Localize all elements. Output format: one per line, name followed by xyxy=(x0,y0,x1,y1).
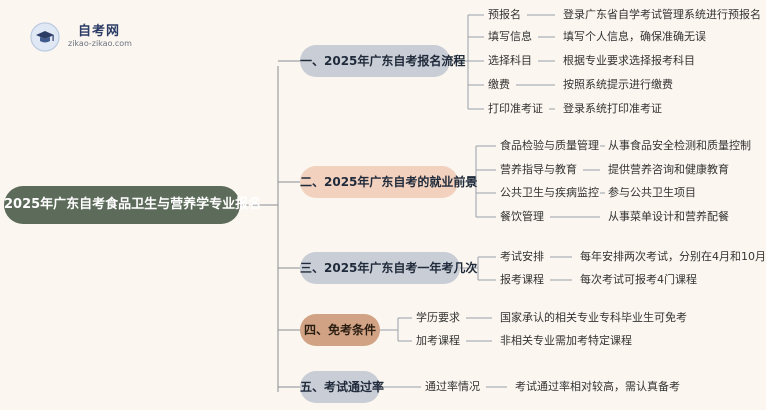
leaf-key[interactable]: 学历要求 xyxy=(416,311,460,324)
leaf-key[interactable]: 报考课程 xyxy=(500,273,544,286)
site-logo[interactable]: 自考网 zikao-zikao.com xyxy=(30,20,160,52)
leaf-value: 按照系统提示进行缴费 xyxy=(563,78,673,91)
leaf-key[interactable]: 预报名 xyxy=(488,8,521,21)
graduation-cap-icon xyxy=(30,22,60,52)
root-node[interactable]: 2025年广东自考食品卫生与营养学专业报名 xyxy=(4,186,261,224)
branch-node[interactable]: 二、2025年广东自考的就业前景 xyxy=(300,166,477,198)
connector-lines xyxy=(240,14,605,392)
leaf-key[interactable]: 考试安排 xyxy=(500,250,544,263)
leaf-value: 国家承认的相关专业专科毕业生可免考 xyxy=(500,311,687,324)
branch-node[interactable]: 一、2025年广东自考报名流程 xyxy=(300,45,465,77)
branch-node[interactable]: 四、免考条件 xyxy=(300,314,380,346)
leaf-key[interactable]: 加考课程 xyxy=(416,334,460,347)
leaf-value: 每年安排两次考试，分别在4月和10月 xyxy=(580,250,766,263)
branch-node[interactable]: 三、2025年广东自考一年考几次 xyxy=(300,252,477,284)
leaf-key[interactable]: 营养指导与教育 xyxy=(500,163,577,176)
leaf-value: 参与公共卫生项目 xyxy=(608,186,696,199)
mindmap-canvas: 自考网 zikao-zikao.com 2025年广东自考食品卫生与营养学专业报… xyxy=(4,8,766,403)
leaf-value: 非相关专业需加考特定课程 xyxy=(500,334,632,347)
leaf-key[interactable]: 食品检验与质量管理 xyxy=(500,139,599,152)
leaf-key[interactable]: 填写信息 xyxy=(488,30,532,43)
leaf-value: 从事食品安全检测和质量控制 xyxy=(608,139,751,152)
leaf-value: 提供营养咨询和健康教育 xyxy=(608,163,729,176)
leaf-key[interactable]: 通过率情况 xyxy=(425,380,480,393)
branch-node[interactable]: 五、考试通过率 xyxy=(300,371,384,403)
logo-url: zikao-zikao.com xyxy=(68,39,132,48)
leaf-value: 根据专业要求选择报考科目 xyxy=(563,54,695,67)
leaf-value: 每次考试可报考4门课程 xyxy=(580,273,697,286)
leaf-value: 登录广东省自学考试管理系统进行预报名 xyxy=(563,8,761,21)
leaf-value: 登录系统打印准考证 xyxy=(563,102,662,115)
leaf-key[interactable]: 缴费 xyxy=(488,78,510,91)
leaf-value: 填写个人信息，确保准确无误 xyxy=(563,30,706,43)
leaf-key[interactable]: 选择科目 xyxy=(488,54,532,67)
leaf-key[interactable]: 餐饮管理 xyxy=(500,210,544,223)
leaf-key[interactable]: 打印准考证 xyxy=(488,102,543,115)
leaf-value: 考试通过率相对较高，需认真备考 xyxy=(515,380,680,393)
leaf-key[interactable]: 公共卫生与疾病监控 xyxy=(500,186,599,199)
logo-title: 自考网 xyxy=(78,24,121,39)
leaf-value: 从事菜单设计和营养配餐 xyxy=(608,210,729,223)
